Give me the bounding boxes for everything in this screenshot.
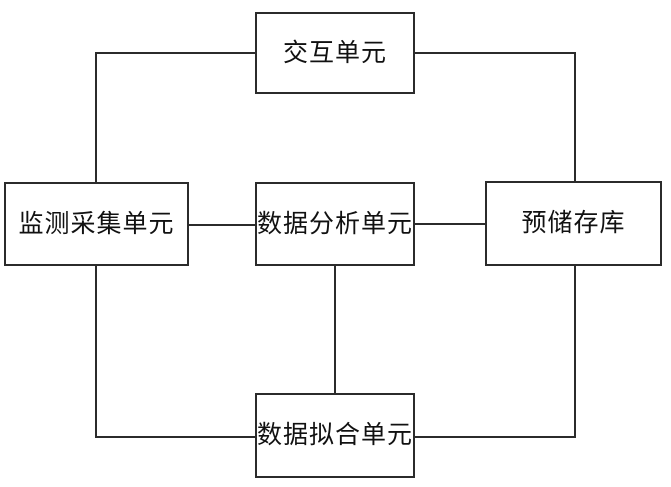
node-label-interaction-unit: 交互单元	[282, 38, 387, 67]
node-label-pre-storage-repository: 预储存库	[521, 209, 626, 237]
connector-monitoring-to-fitting	[95, 266, 255, 438]
connector-interaction-to-monitoring	[95, 52, 255, 182]
node-label-data-analysis-unit: 数据分析单元	[257, 209, 414, 238]
connector-interaction-to-storage	[415, 52, 576, 181]
node-interaction-unit[interactable]: 交互单元	[255, 12, 415, 94]
node-label-monitoring-collection-unit: 监测采集单元	[18, 209, 175, 238]
node-pre-storage-repository[interactable]: 预储存库	[485, 181, 662, 266]
connector-storage-to-fitting	[415, 266, 576, 438]
node-monitoring-collection-unit[interactable]: 监测采集单元	[4, 182, 189, 266]
node-data-analysis-unit[interactable]: 数据分析单元	[255, 182, 415, 266]
node-label-data-fitting-unit: 数据拟合单元	[257, 421, 414, 449]
node-data-fitting-unit[interactable]: 数据拟合单元	[255, 393, 415, 478]
